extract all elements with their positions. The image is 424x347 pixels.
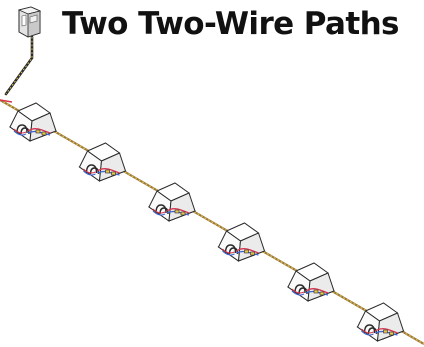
valve-box-icon — [286, 262, 336, 302]
valve-box-icon — [78, 142, 127, 182]
valve-box-icon — [147, 182, 197, 222]
valve-box-icon — [217, 222, 266, 262]
valve-box-icon — [356, 302, 405, 342]
controller-icon — [17, 6, 42, 38]
page-title: Two Two-Wire Paths — [62, 6, 399, 42]
controller-feed-cable — [4, 35, 34, 96]
two-wire-cable — [0, 99, 424, 345]
valve-box-icon — [8, 102, 58, 142]
